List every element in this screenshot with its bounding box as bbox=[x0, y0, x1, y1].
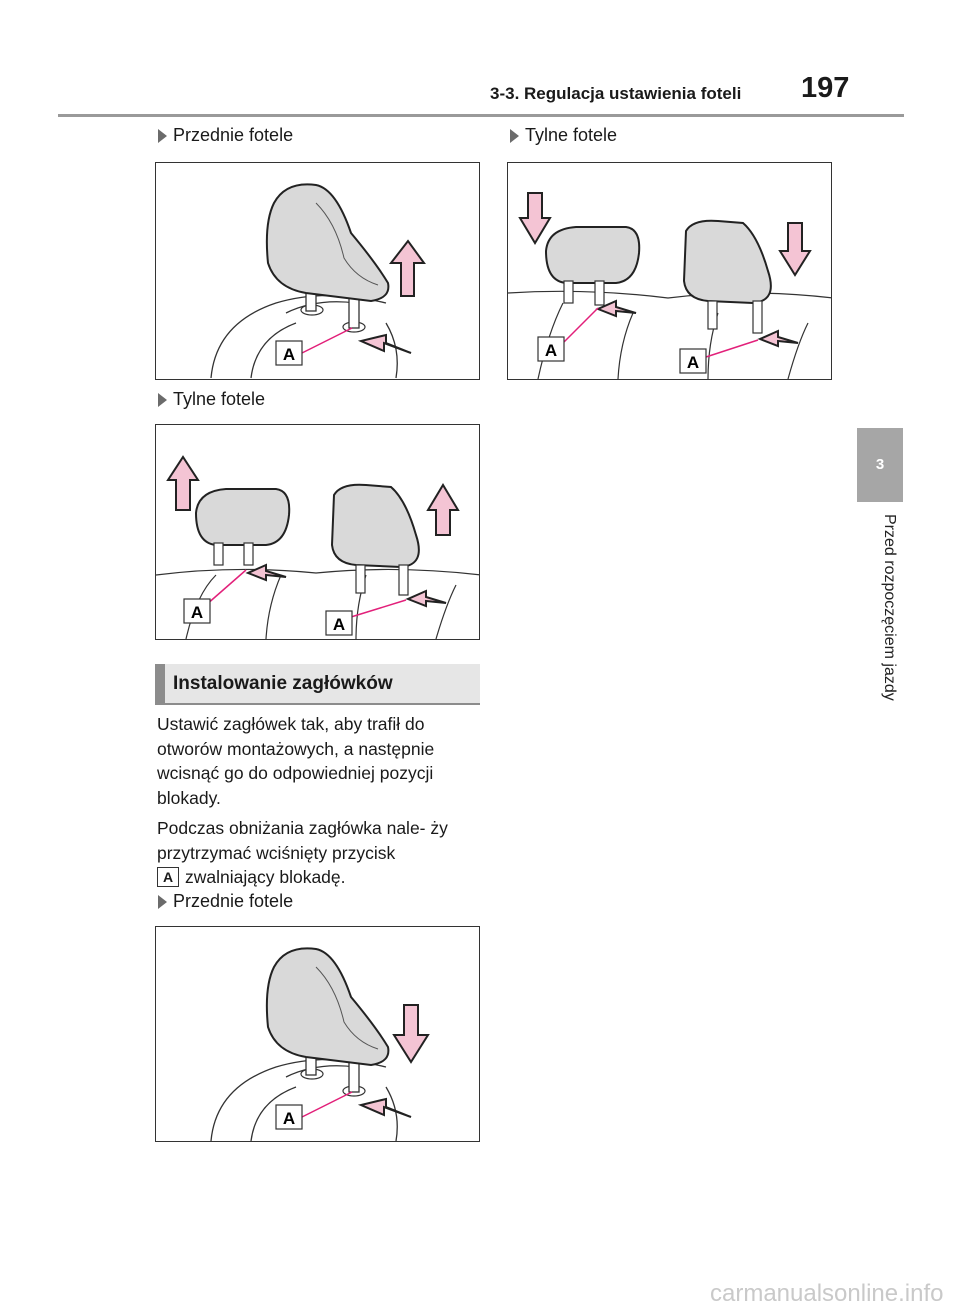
watermark: carmanualsonline.info bbox=[710, 1280, 944, 1307]
callout-a: A bbox=[283, 1109, 295, 1128]
bullet-triangle-icon bbox=[158, 894, 167, 909]
callout-a: A bbox=[545, 341, 557, 360]
callout-a: A bbox=[687, 353, 699, 372]
page-number: 197 bbox=[801, 72, 850, 104]
callout-a: A bbox=[283, 345, 295, 364]
caption-text: Tylne fotele bbox=[525, 125, 618, 145]
caption-text: Przednie fotele bbox=[173, 125, 294, 145]
callout-a: A bbox=[191, 603, 203, 622]
paragraph-install: Ustawić zagłówek tak, aby trafił do otwo… bbox=[157, 714, 435, 808]
paragraph-text: zwalniający blokadę. bbox=[185, 867, 346, 887]
section-heading: Instalowanie zagłówków bbox=[155, 664, 480, 704]
figure-rear-seat-lower: A A bbox=[507, 162, 832, 380]
figure-front-seat-raise: A bbox=[155, 162, 480, 380]
caption-front-seats-raise: Przednie fotele bbox=[158, 125, 293, 146]
caption-text: Tylne fotele bbox=[173, 389, 266, 409]
figure-rear-seat-raise: A A bbox=[155, 424, 480, 640]
bullet-triangle-icon bbox=[158, 128, 167, 143]
header-divider bbox=[58, 114, 904, 117]
bullet-triangle-icon bbox=[158, 392, 167, 407]
callout-a: A bbox=[333, 615, 345, 634]
caption-front-seats-lower: Przednie fotele bbox=[158, 891, 293, 912]
section-underline bbox=[155, 703, 480, 705]
inline-callout-a: A bbox=[157, 867, 179, 887]
header-section-title: 3-3. Regulacja ustawienia foteli bbox=[490, 84, 742, 103]
bullet-triangle-icon bbox=[510, 128, 519, 143]
caption-rear-seats-lower: Tylne fotele bbox=[510, 125, 617, 146]
paragraph-lowering: Podczas obniżania zagłówka nale- ży przy… bbox=[157, 816, 479, 890]
caption-text: Przednie fotele bbox=[173, 891, 294, 911]
paragraph-text: Podczas obniżania zagłówka nale- ży przy… bbox=[157, 818, 448, 863]
chapter-title-vertical: Przed rozpoczęciem jazdy bbox=[881, 514, 898, 701]
chapter-tab: 3 bbox=[857, 428, 903, 502]
figure-front-seat-lower: A bbox=[155, 926, 480, 1142]
caption-rear-seats-raise: Tylne fotele bbox=[158, 389, 265, 410]
